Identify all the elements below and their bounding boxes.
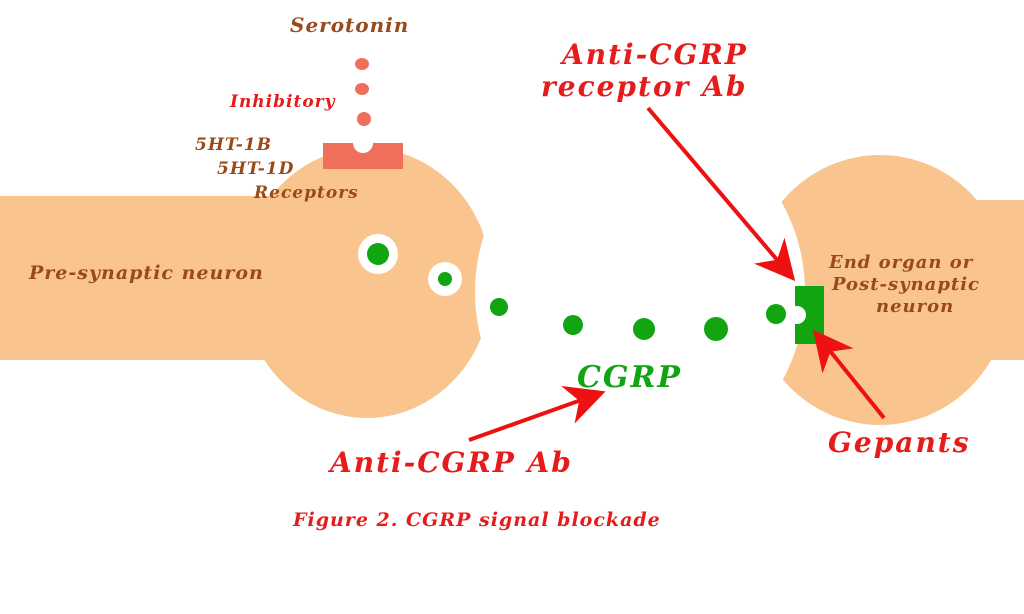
anti-cgrp-ab-label: Anti-CGRP Ab xyxy=(327,446,573,479)
cgrp-molecule xyxy=(766,304,786,324)
inhibitory-label: Inhibitory xyxy=(229,92,336,112)
serotonin-system xyxy=(323,58,403,169)
gepants-label: Gepants xyxy=(828,426,971,459)
receptor-5ht1d-label: 5HT-1D xyxy=(217,159,294,179)
end-organ-label-line2: Post-synaptic xyxy=(831,274,980,295)
receptors-label: Receptors xyxy=(253,183,359,203)
synaptic-cleft-cut xyxy=(475,117,805,467)
arrow-anti-cgrp-receptor-ab xyxy=(646,106,796,282)
cgrp-vesicle xyxy=(438,272,452,286)
cgrp-molecule xyxy=(704,317,728,341)
serotonin-molecule xyxy=(355,58,369,70)
cgrp-receptor-site xyxy=(788,306,806,324)
serotonin-label: Serotonin xyxy=(290,13,409,37)
receptor-5ht1b-label: 5HT-1B xyxy=(195,135,272,155)
arrow-gepants xyxy=(812,329,886,420)
presynaptic-label: Pre-synaptic neuron xyxy=(28,262,264,284)
cgrp-molecule xyxy=(490,298,508,316)
anti-cgrp-receptor-ab-label-line1: Anti-CGRP xyxy=(559,38,748,71)
cgrp-molecules xyxy=(490,298,786,341)
figure-caption: Figure 2. CGRP signal blockade xyxy=(292,509,661,531)
end-organ-label-line3: neuron xyxy=(876,296,954,317)
arrow-anti-cgrp-ab xyxy=(468,385,606,442)
cgrp-molecule xyxy=(563,315,583,335)
cgrp-label: CGRP xyxy=(577,360,682,395)
end-organ-label-line1: End organ or xyxy=(828,252,974,273)
receptor-binding-site xyxy=(353,133,373,153)
postsynaptic-neuron xyxy=(475,117,1024,467)
cgrp-molecule xyxy=(633,318,655,340)
arrows xyxy=(468,106,886,442)
anti-cgrp-receptor-ab-label-line2: receptor Ab xyxy=(541,70,747,103)
cgrp-vesicle xyxy=(367,243,389,265)
serotonin-molecule xyxy=(357,112,371,126)
presynaptic-terminal xyxy=(242,148,492,418)
serotonin-molecule xyxy=(355,83,369,95)
